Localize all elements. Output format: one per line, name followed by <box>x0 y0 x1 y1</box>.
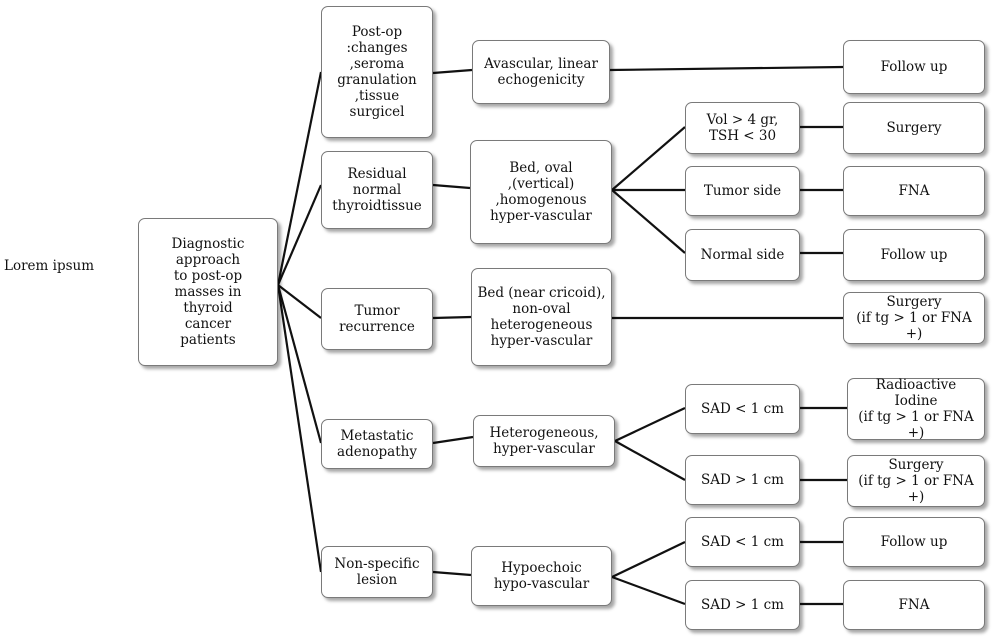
edge-meta-sadgt <box>614 440 686 481</box>
criterion-sad-lt-1cm-nonspecific: SAD < 1 cm <box>685 517 800 567</box>
criterion-normal-side: Normal side <box>685 229 800 281</box>
category-residual: Residual normal thyroidtissue <box>321 151 433 229</box>
edge-postop-finding <box>432 68 473 75</box>
outcome-surgery-tumor-recurrence: Surgery (if tg > 1 or FNA +) <box>843 292 985 344</box>
finding-tumor: Bed (near cricoid), non-oval heterogeneo… <box>471 268 612 366</box>
edge-root-tumor <box>277 284 322 319</box>
outcome-fna-tumor-side: FNA <box>843 166 985 216</box>
outcome-surgery-metastatic: Surgery (if tg > 1 or FNA +) <box>847 455 985 507</box>
edge-root-metastatic <box>276 284 323 444</box>
edge-ns-sadlt <box>611 541 686 578</box>
criterion-vol-tsh: Vol > 4 gr, TSH < 30 <box>685 102 800 154</box>
edge-tumor-finding <box>432 315 472 320</box>
finding-residual: Bed, oval ,(vertical) ,homogenous hyper-… <box>470 140 612 244</box>
criterion-tumor-side: Tumor side <box>685 166 800 216</box>
edge-ns-sadgt <box>611 575 686 606</box>
criterion-sad-gt-1cm-metastatic: SAD > 1 cm <box>685 455 800 505</box>
edge-residual-vol <box>611 126 686 191</box>
root-node: Diagnostic approach to post-op masses in… <box>138 218 278 366</box>
finding-nonspecific: Hypoechoic hypo-vascular <box>471 546 612 606</box>
side-label: Lorem ipsum <box>4 258 95 274</box>
category-metastatic: Metastatic adenopathy <box>321 419 433 469</box>
outcome-followup-postop: Follow up <box>843 40 985 94</box>
category-postop: Post-op :changes ,seroma granulation ,ti… <box>321 6 433 138</box>
edge-root-nonspecific <box>276 284 323 573</box>
edge-residual-normalside <box>611 189 686 254</box>
finding-metastatic: Heterogeneous, hyper-vascular <box>473 415 615 467</box>
outcome-followup-normal-side: Follow up <box>843 229 985 281</box>
outcome-radioactive-iodine: Radioactive Iodine (if tg > 1 or FNA +) <box>847 377 985 441</box>
category-tumor: Tumor recurrence <box>321 288 433 350</box>
edge-postop-followup <box>609 65 844 72</box>
outcome-surgery-vol: Surgery <box>843 102 985 154</box>
edge-root-residual <box>276 184 323 286</box>
edge-nonspecific-finding <box>432 570 472 577</box>
edge-residual-finding <box>432 183 471 190</box>
edge-root-postop <box>276 71 323 286</box>
outcome-followup-nonspecific: Follow up <box>843 517 985 567</box>
criterion-sad-lt-1cm-metastatic: SAD < 1 cm <box>685 384 800 434</box>
criterion-sad-gt-1cm-nonspecific: SAD > 1 cm <box>685 580 800 630</box>
outcome-fna-nonspecific: FNA <box>843 580 985 630</box>
category-nonspecific: Non-specific lesion <box>321 546 433 598</box>
edge-metastatic-finding <box>432 435 474 445</box>
edge-meta-sadlt <box>614 407 686 442</box>
finding-postop: Avascular, linear echogenicity <box>472 40 610 104</box>
